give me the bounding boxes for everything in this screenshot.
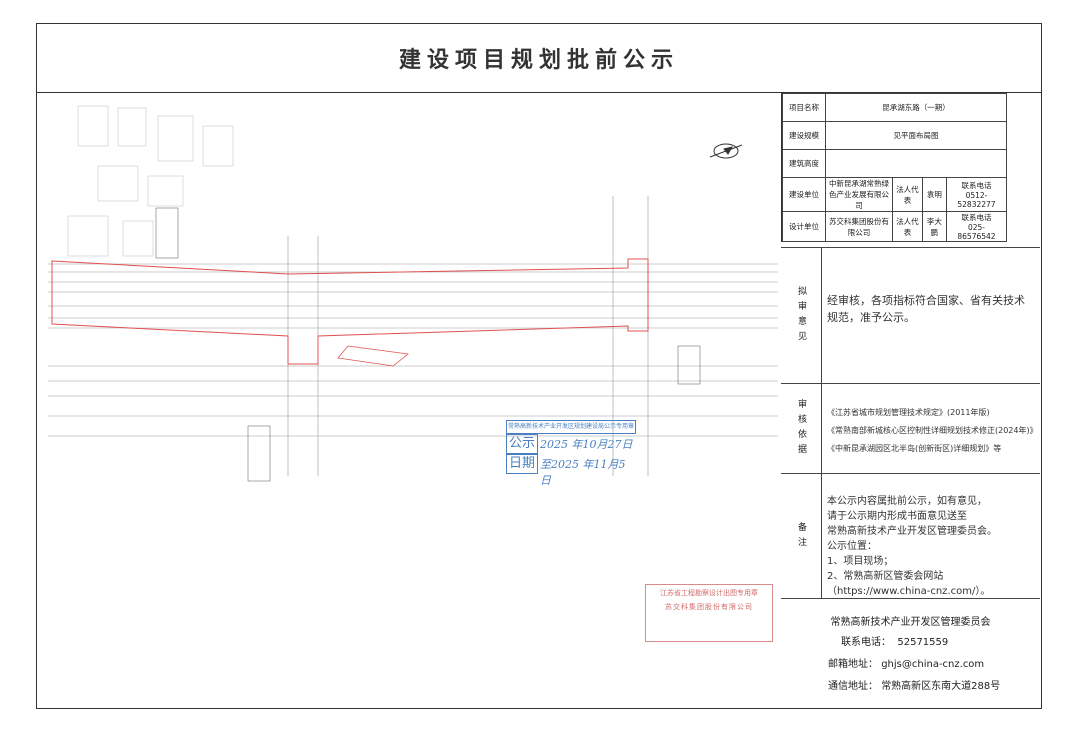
- notes-side-label: 备注: [796, 521, 806, 552]
- scale-value: 见平面布局图: [825, 121, 1007, 150]
- stamp-date-end: 至2025 年11月5日: [540, 458, 626, 487]
- designer-label: 设计单位: [782, 211, 826, 242]
- plan-svg: [48, 105, 778, 482]
- footer-email-row: 邮箱地址： ghjs@china-cnz.com: [828, 655, 984, 670]
- opinion-text: 经审核，各项指标符合国家、省有关技术规范，准予公示。: [827, 294, 1025, 324]
- builder-phone-cell: 联系电话 0512-52832277: [945, 177, 1008, 212]
- notes-line: （https://www.china-cnz.com/）。: [827, 586, 991, 597]
- project-info-table: 项目名称 昆承湖东路（一期） 建设规模 见平面布局图 建筑高度 建设单位 中新昆…: [782, 93, 1008, 242]
- footer-phone-row: 联系电话： 52571559: [841, 633, 948, 648]
- road-plan-drawing: [38, 96, 778, 706]
- footer-email: ghjs@china-cnz.com: [881, 659, 985, 670]
- notes-line: 本公示内容属批前公示，如有意见，: [827, 496, 987, 507]
- builder-value: 中新昆承湖常熟绿色产业发展有限公司: [825, 177, 893, 212]
- page-title: 建设项目规划批前公示: [36, 23, 1042, 93]
- designer-phone-label: 联系电话: [961, 213, 992, 222]
- opinion-side-label: 拟审意见: [796, 286, 806, 346]
- footer-address-label: 通信地址：: [828, 681, 878, 692]
- height-label: 建筑高度: [782, 149, 826, 178]
- notes-line: 公示位置：: [827, 541, 877, 552]
- notes-text: 本公示内容属批前公示，如有意见， 请于公示期内形成书面意见送至 常熟高新技术产业…: [827, 494, 1034, 599]
- height-value: [825, 149, 1007, 178]
- basis-item: 《中新昆承湖园区北半岛(创新街区)详细规划》等: [827, 444, 1002, 453]
- designer-phone-value: 025-86576542: [957, 223, 996, 241]
- notes-line: 2、常熟高新区管委会网站: [827, 571, 944, 582]
- basis-item: 《常熟南部新城核心区控制性详细规划技术修正(2024年)》: [827, 426, 1038, 435]
- builder-phone-value: 0512-52832277: [957, 191, 996, 209]
- footer-org: 常熟高新技术产业开发区管理委员会: [830, 617, 991, 628]
- stamp-date-start: 2025 年10月27日: [540, 438, 633, 451]
- project-name-label: 项目名称: [782, 93, 826, 122]
- builder-phone-label: 联系电话: [961, 181, 992, 190]
- footer-address: 常熟高新区东南大道288号: [881, 681, 1001, 692]
- designer-value: 苏交科集团股份有限公司: [825, 211, 893, 242]
- seal-line-2: 苏交科集团股份有限公司: [665, 603, 753, 611]
- publicity-date-stamp: 常熟高新技术产业开发区规划建设局公示专用章 公示 日期 2025 年10月27日…: [506, 420, 636, 487]
- notes-side: 备注: [781, 474, 822, 599]
- notes-line: 请于公示期内形成书面意见送至: [827, 511, 967, 522]
- info-panel: 项目名称 昆承湖东路（一期） 建设规模 见平面布局图 建筑高度 建设单位 中新昆…: [781, 93, 1041, 242]
- seal-line-1: 江苏省工程勘察设计出图专用章: [660, 589, 758, 597]
- basis-side-label: 审核依据: [796, 399, 806, 459]
- opinion-side: 拟审意见: [781, 248, 822, 384]
- design-institute-seal: 江苏省工程勘察设计出图专用章 苏交科集团股份有限公司: [645, 584, 773, 642]
- stamp-header: 常熟高新技术产业开发区规划建设局公示专用章: [506, 420, 636, 434]
- page-frame: [36, 23, 1042, 709]
- designer-legal-value: 李大鹏: [921, 211, 947, 242]
- builder-legal-value: 袁明: [921, 177, 947, 212]
- project-name-value: 昆承湖东路（一期）: [825, 93, 1007, 122]
- footer-address-row: 通信地址： 常熟高新区东南大道288号: [828, 677, 1000, 692]
- builder-legal-label: 法人代表: [892, 177, 923, 212]
- stamp-label-1: 公示: [506, 434, 538, 454]
- opinion-section: 拟审意见 经审核，各项指标符合国家、省有关技术规范，准予公示。: [781, 247, 1040, 384]
- notes-section: 备注 本公示内容属批前公示，如有意见， 请于公示期内形成书面意见送至 常熟高新技…: [781, 473, 1040, 599]
- basis-section: 审核依据 《江苏省城市规划管理技术规定》(2011年版) 《常熟南部新城核心区控…: [781, 383, 1040, 474]
- footer-contact: 常熟高新技术产业开发区管理委员会 联系电话： 52571559 邮箱地址： gh…: [781, 598, 1040, 710]
- scale-label: 建设规模: [782, 121, 826, 150]
- designer-phone-cell: 联系电话 025-86576542: [945, 211, 1008, 242]
- notes-line: 常熟高新技术产业开发区管理委员会。: [827, 526, 997, 537]
- designer-legal-label: 法人代表: [892, 211, 923, 242]
- basis-side: 审核依据: [781, 384, 822, 474]
- notes-line: 1、项目现场；: [827, 556, 894, 567]
- basis-item: 《江苏省城市规划管理技术规定》(2011年版): [827, 408, 990, 417]
- builder-label: 建设单位: [782, 177, 826, 212]
- footer-phone: 52571559: [897, 637, 949, 648]
- basis-list: 《江苏省城市规划管理技术规定》(2011年版) 《常熟南部新城核心区控制性详细规…: [827, 404, 1038, 458]
- stamp-label-2: 日期: [506, 454, 538, 474]
- footer-email-label: 邮箱地址：: [828, 659, 878, 670]
- footer-phone-label: 联系电话：: [841, 637, 891, 648]
